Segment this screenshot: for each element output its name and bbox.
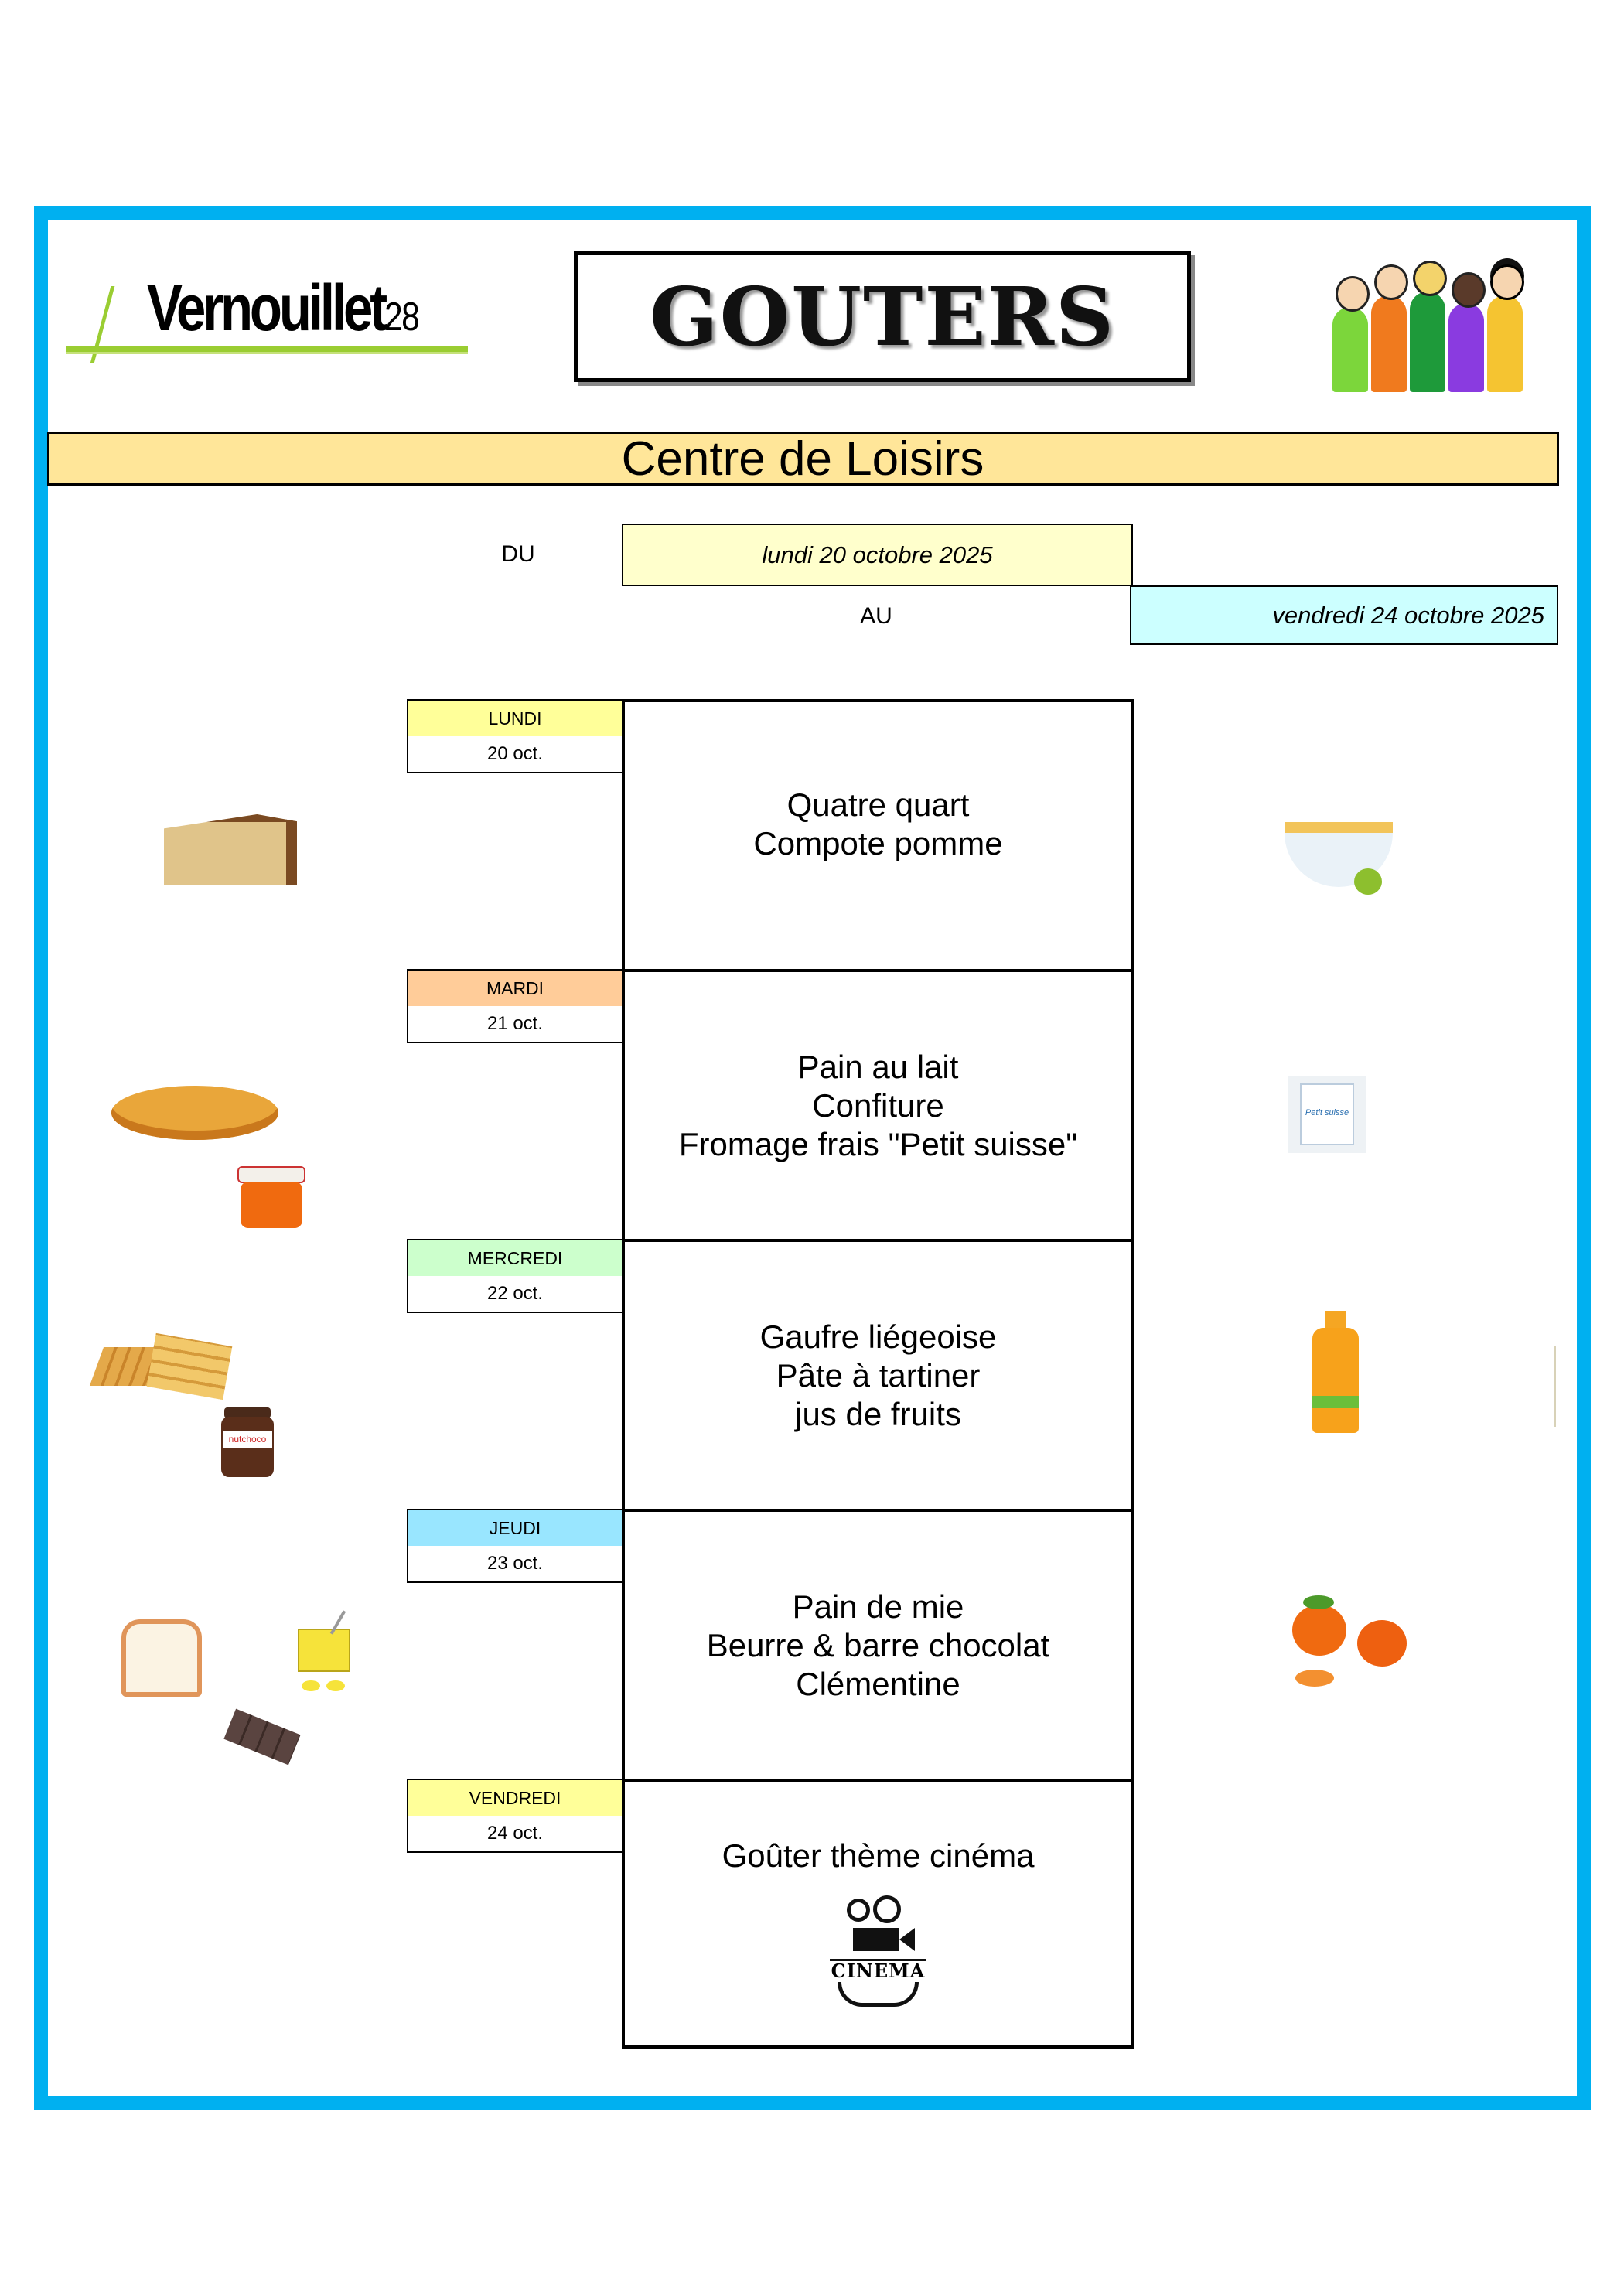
chocolate-bar-image <box>217 1708 307 1765</box>
to-date-text: vendredi 24 octobre 2025 <box>1272 601 1544 629</box>
menu-item: jus de fruits <box>795 1395 961 1432</box>
menu-item: Pain au lait <box>797 1048 959 1085</box>
orange-juice-bottle-image <box>1309 1311 1362 1434</box>
kid-figure <box>1332 276 1370 392</box>
day-date-lundi: 20 oct. <box>407 736 623 773</box>
title-box: GOUTERS <box>574 251 1191 382</box>
children-illustration <box>1317 261 1544 392</box>
menu-item: Pain de mie <box>792 1588 964 1625</box>
day-label-lundi: LUNDI <box>407 699 623 738</box>
centre-de-loisirs-banner: Centre de Loisirs <box>47 432 1559 486</box>
menu-item: Fromage frais "Petit suisse" <box>678 1125 1078 1162</box>
from-date: lundi 20 octobre 2025 <box>622 524 1133 586</box>
page-title: GOUTERS <box>649 269 1116 364</box>
cinema-icon: CINEMA <box>830 1895 926 2007</box>
menu-item: Goûter thème cinéma <box>722 1837 1035 1874</box>
kid-figure <box>1371 264 1408 392</box>
to-label: AU <box>860 603 892 629</box>
petit-suisse-image: Petit suisse <box>1288 1076 1366 1153</box>
day-date-jeudi: 23 oct. <box>407 1546 623 1583</box>
spread-jar-label: nutchoco <box>223 1431 272 1448</box>
waffles-image <box>89 1332 234 1402</box>
menu-item: Pâte à tartiner <box>776 1356 981 1394</box>
from-date-text: lundi 20 octobre 2025 <box>762 541 993 568</box>
vernouillet-logo: Vernouillet28 <box>66 271 468 367</box>
divider-line <box>1554 1346 1556 1427</box>
cinema-icon-label: CINEMA <box>830 1958 926 1982</box>
day-label-jeudi: JEUDI <box>407 1509 623 1547</box>
menu-item: Clémentine <box>796 1665 960 1702</box>
banner-text: Centre de Loisirs <box>621 432 984 486</box>
spread-jar-image: nutchoco <box>220 1407 275 1478</box>
menu-cell-vendredi: Goûter thème cinéma CINEMA <box>622 1779 1134 2049</box>
menu-cell-jeudi: Pain de mie Beurre & barre chocolat Clém… <box>622 1509 1134 1782</box>
jam-jar-image <box>231 1166 312 1229</box>
clementines-image <box>1288 1589 1412 1694</box>
kid-figure <box>1448 272 1486 392</box>
menu-cell-mercredi: Gaufre liégeoise Pâte à tartiner jus de … <box>622 1239 1134 1512</box>
page-frame <box>34 206 1591 2110</box>
kid-figure <box>1410 261 1447 392</box>
logo-underline <box>66 346 468 354</box>
day-label-mardi: MARDI <box>407 969 623 1008</box>
pound-cake-image <box>164 800 297 885</box>
menu-item: Quatre quart <box>786 786 970 823</box>
to-date: vendredi 24 octobre 2025 <box>1130 585 1558 645</box>
butter-character-image <box>271 1609 374 1694</box>
day-label-vendredi: VENDREDI <box>407 1779 623 1817</box>
day-label-mercredi: MERCREDI <box>407 1239 623 1278</box>
milk-bread-image <box>111 1086 278 1147</box>
menu-item: Confiture <box>812 1087 944 1124</box>
menu-cell-lundi: Quatre quart Compote pomme <box>622 699 1134 972</box>
petit-suisse-label: Petit suisse <box>1305 1108 1349 1117</box>
apple-compote-image <box>1273 787 1404 896</box>
from-label: DU <box>501 541 535 567</box>
logo-number: 28 <box>384 295 420 339</box>
day-date-mardi: 21 oct. <box>407 1006 623 1043</box>
sliced-bread-image <box>121 1619 206 1701</box>
menu-cell-mardi: Pain au lait Confiture Fromage frais "Pe… <box>622 969 1134 1242</box>
logo-text: Vernouillet <box>147 271 387 344</box>
menu-item: Gaufre liégeoise <box>759 1318 997 1355</box>
menu-item: Beurre & barre chocolat <box>706 1626 1050 1663</box>
day-date-vendredi: 24 oct. <box>407 1816 623 1853</box>
kid-figure <box>1487 264 1524 392</box>
day-date-mercredi: 22 oct. <box>407 1276 623 1313</box>
menu-item: Compote pomme <box>753 824 1003 861</box>
